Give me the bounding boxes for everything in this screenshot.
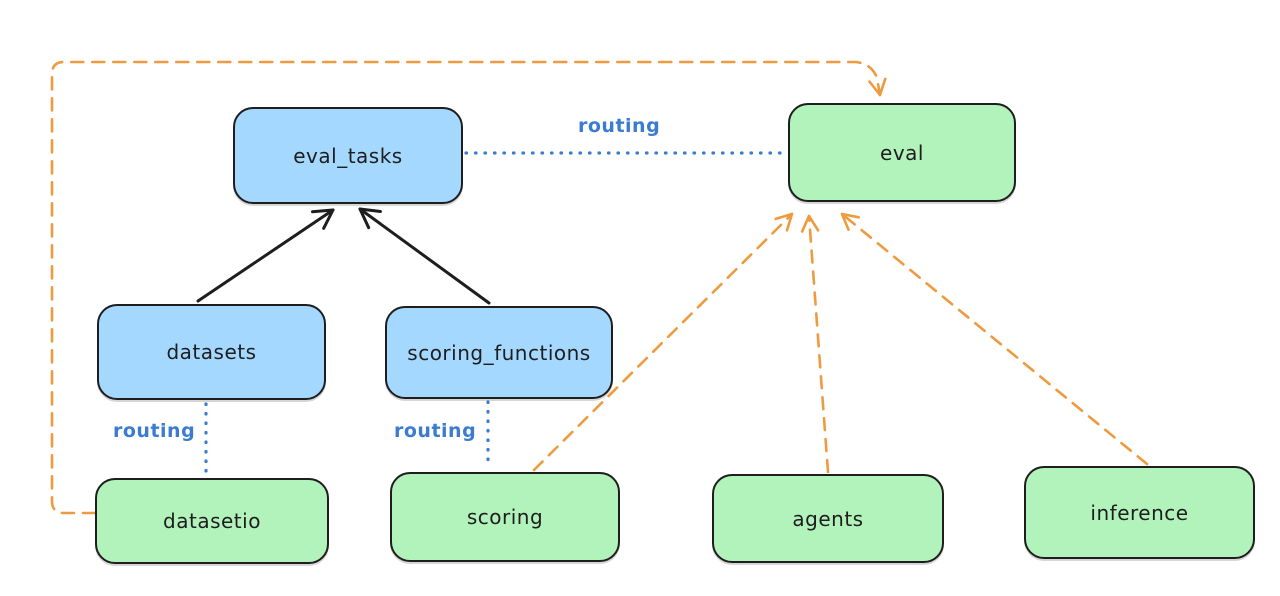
node-scoring-functions: scoring_functions bbox=[385, 306, 613, 399]
node-datasets-label: datasets bbox=[166, 340, 257, 364]
node-inference-label: inference bbox=[1090, 500, 1189, 525]
node-agents-label: agents bbox=[792, 506, 864, 531]
node-eval-tasks-label: eval_tasks bbox=[293, 143, 403, 168]
edge-datasets-to-eval_tasks bbox=[196, 208, 335, 303]
edge-agents-to-eval bbox=[800, 214, 830, 474]
node-agents: agents bbox=[712, 474, 944, 563]
node-datasetio-label: datasetio bbox=[163, 509, 261, 533]
node-eval-label: eval bbox=[880, 140, 924, 165]
edge-datasetio-to-eval bbox=[50, 60, 887, 515]
edge-scoring-to-eval bbox=[532, 212, 794, 472]
edge-scoring_functions-to-eval_tasks bbox=[358, 207, 491, 305]
routing-label-scoring-functions-scoring: routing bbox=[394, 420, 477, 442]
edge-inference-to-eval bbox=[840, 212, 1149, 466]
node-eval-tasks: eval_tasks bbox=[233, 107, 463, 204]
node-inference: inference bbox=[1024, 466, 1255, 559]
node-datasetio: datasetio bbox=[95, 478, 329, 564]
node-scoring-functions-label: scoring_functions bbox=[407, 340, 591, 365]
node-scoring: scoring bbox=[390, 472, 620, 562]
routing-label-datasets-datasetio: routing bbox=[113, 420, 196, 442]
node-scoring-label: scoring bbox=[466, 505, 544, 529]
node-datasets: datasets bbox=[97, 304, 326, 400]
node-eval: eval bbox=[788, 103, 1016, 202]
routing-label-eval-tasks-eval: routing bbox=[578, 115, 661, 137]
